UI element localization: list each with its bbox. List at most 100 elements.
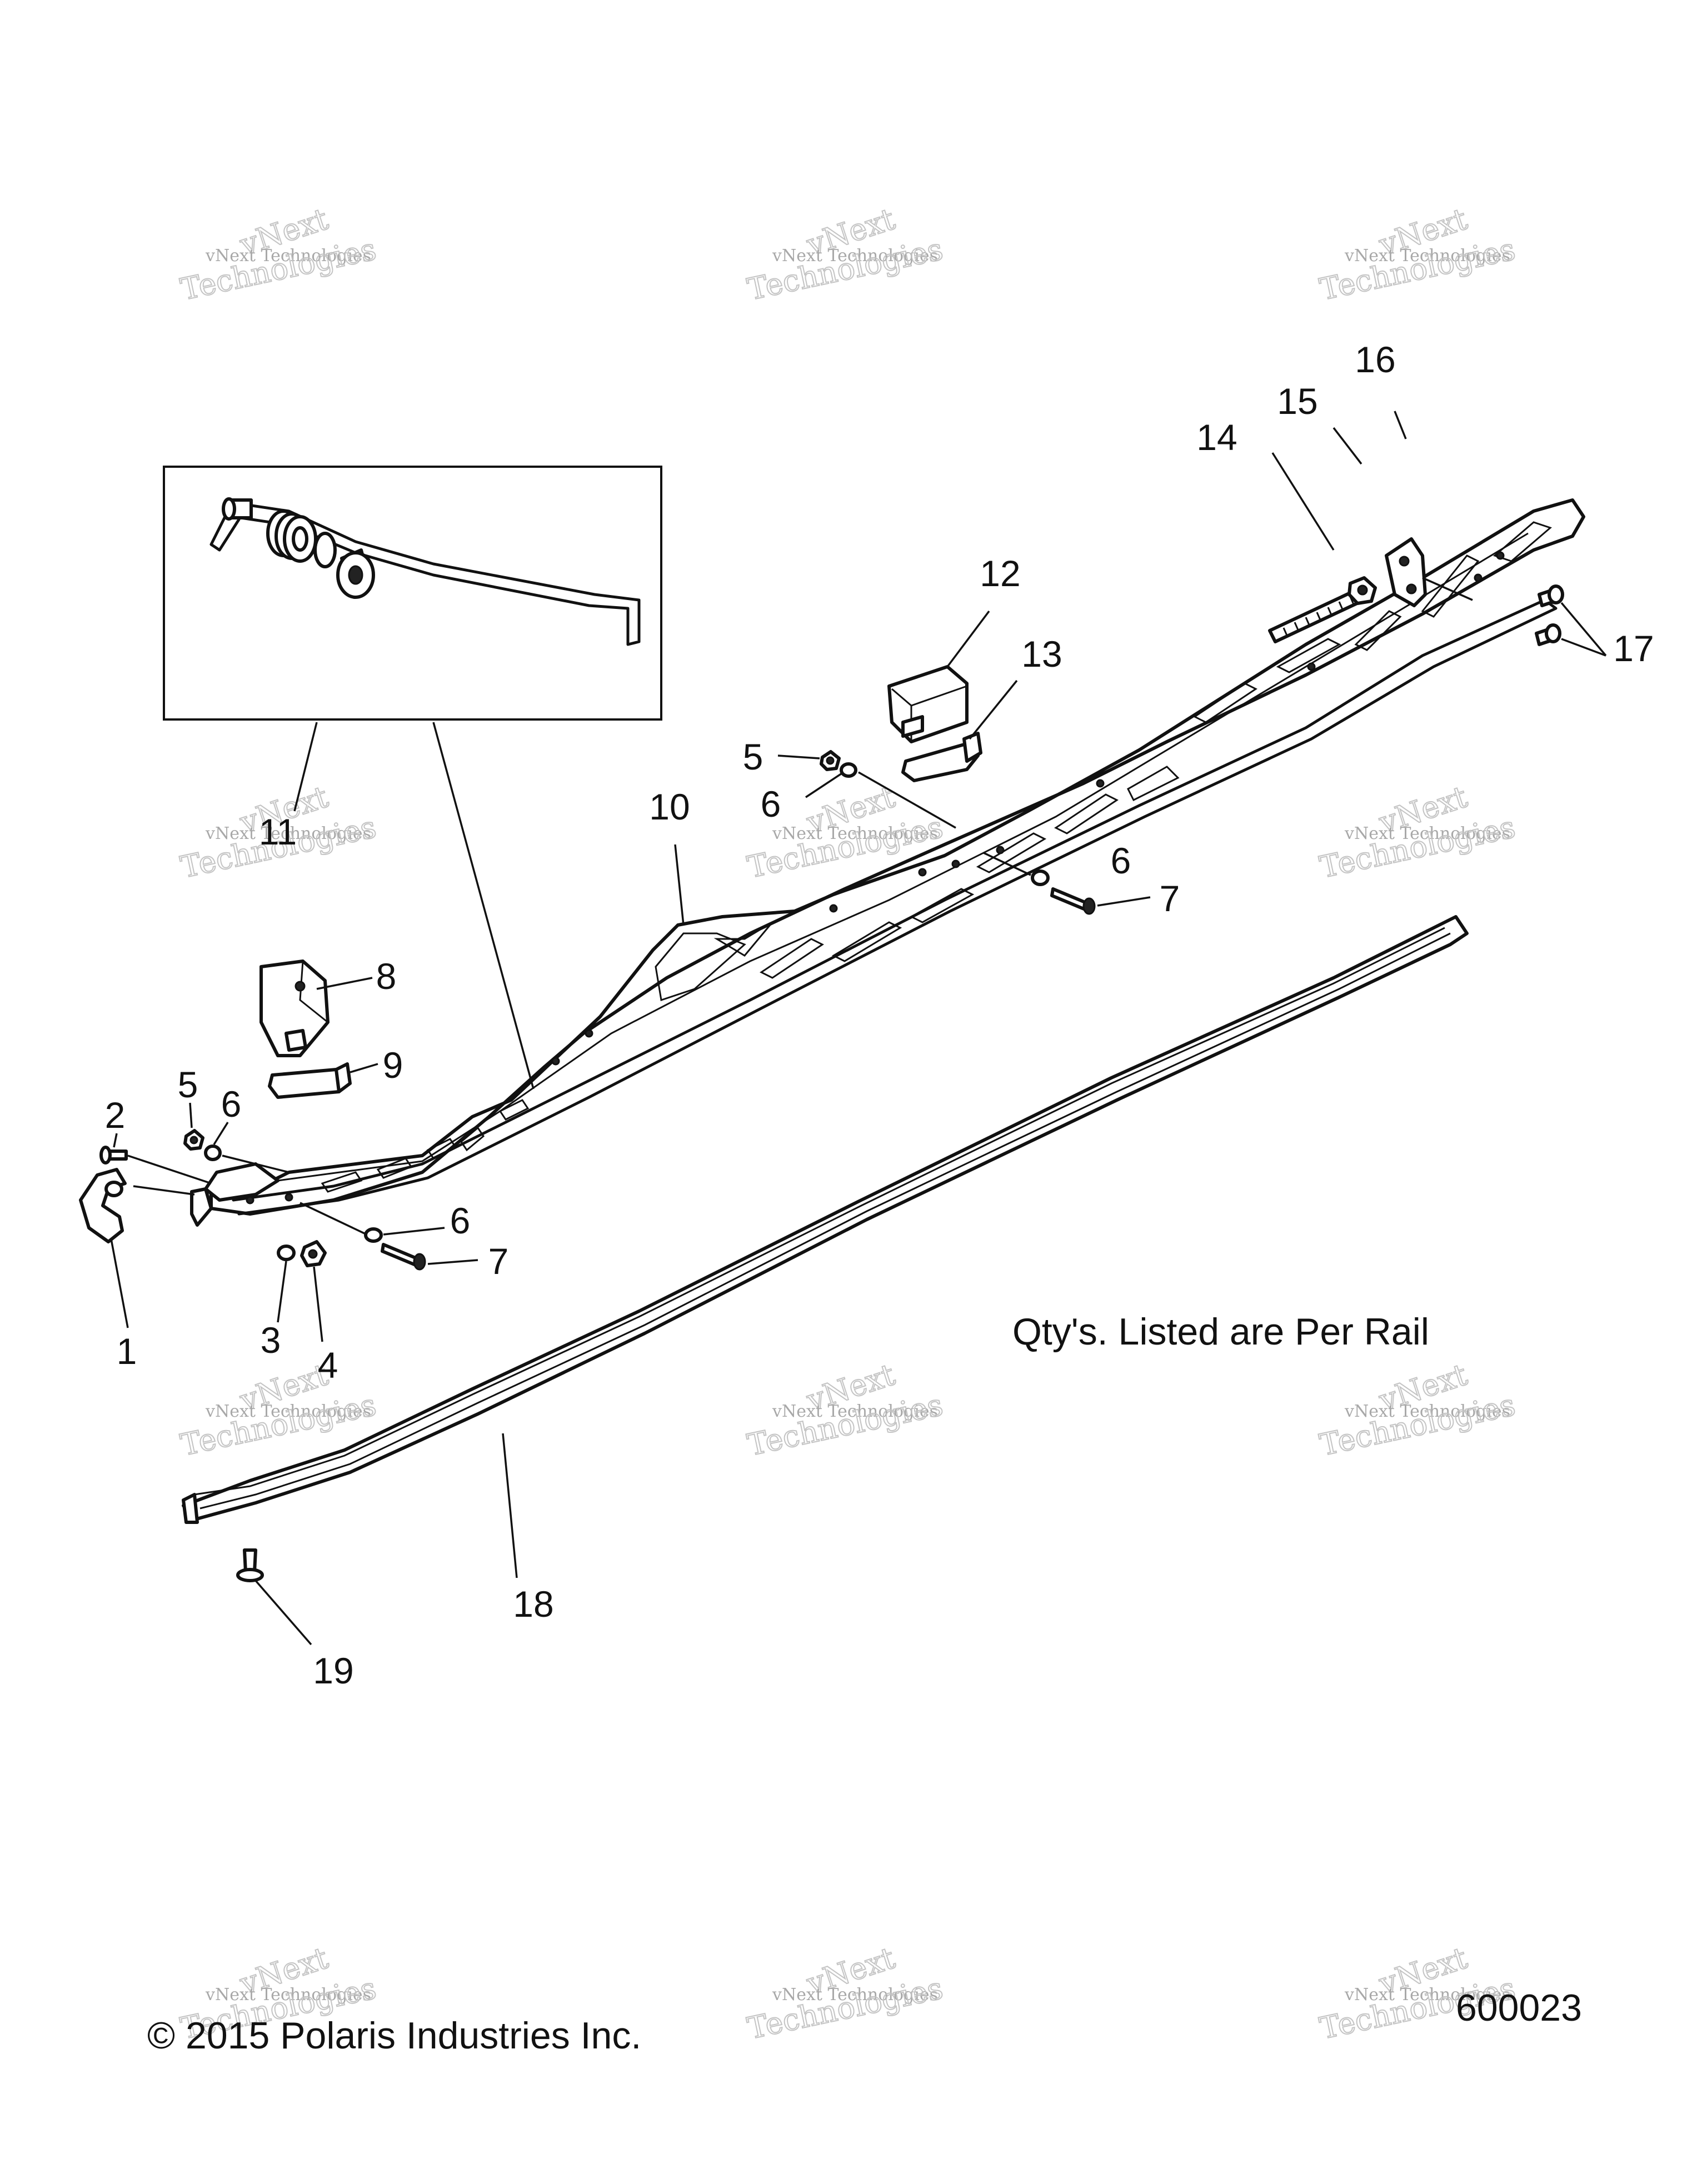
leader-18 <box>502 1433 518 1578</box>
washer-6-middle-top <box>840 762 857 778</box>
leader-17a <box>1560 602 1607 657</box>
callout-10: 10 <box>649 786 690 827</box>
bolt-7-middle <box>1050 887 1096 915</box>
bolt-7-front <box>381 1243 426 1271</box>
inset-washer <box>313 532 337 568</box>
svg-text:vNext Technologies: vNext Technologies <box>205 1985 371 2005</box>
leader-19 <box>254 1580 312 1646</box>
leader-7-front <box>427 1259 478 1265</box>
leader-8 <box>316 977 373 990</box>
rivets-17 <box>1535 584 1564 646</box>
washer-3 <box>277 1245 296 1261</box>
leader-5-middle <box>777 754 820 759</box>
nut-4 <box>300 1240 327 1267</box>
nut-5-middle <box>820 750 841 771</box>
callout-6-middle-lower: 6 <box>1111 840 1131 881</box>
svg-text:vNext Technologies: vNext Technologies <box>205 824 371 843</box>
block-12 <box>887 665 969 743</box>
svg-text:vNext Technologies: vNext Technologies <box>772 824 938 843</box>
leader-16b <box>1422 577 1473 601</box>
watermark: vNext vNext Technologies Technologies <box>1316 778 1519 885</box>
callout-6-front-top: 6 <box>221 1083 242 1125</box>
leader-2 <box>113 1133 118 1148</box>
watermark: vNext vNext Technologies Technologies <box>1316 1356 1519 1463</box>
leader-6-front-lower <box>383 1227 445 1236</box>
leader-10 <box>674 844 685 926</box>
svg-text:vNext Technologies: vNext Technologies <box>205 1402 371 1421</box>
leader-6-front-top-b <box>222 1155 290 1173</box>
wear-strip <box>182 915 1469 1524</box>
main-rail <box>190 498 1585 1227</box>
leader-6-middle-top <box>805 772 842 798</box>
callout-7-middle: 7 <box>1160 878 1180 919</box>
svg-text:vNext Technologies: vNext Technologies <box>772 1402 938 1421</box>
callout-16: 16 <box>1355 339 1395 380</box>
watermark: vNext vNext Technologies Technologies <box>744 1940 947 2046</box>
leader-17b <box>1561 638 1606 657</box>
callout-13: 13 <box>1021 633 1062 674</box>
callout-5-middle: 5 <box>743 736 763 777</box>
callout-3: 3 <box>261 1320 281 1361</box>
copyright: © 2015 Polaris Industries Inc. <box>147 2015 642 2057</box>
leader-2b <box>127 1155 212 1185</box>
callout-14: 14 <box>1196 417 1237 458</box>
leader-11b <box>432 722 535 1089</box>
callout-17: 17 <box>1613 628 1654 669</box>
leader-1b <box>133 1185 195 1196</box>
leader-11 <box>293 722 318 812</box>
inset-bolt <box>222 497 253 521</box>
coil-spring <box>266 509 317 563</box>
leader-16 <box>1394 411 1407 439</box>
inset-box <box>163 466 662 721</box>
leader-3 <box>277 1261 287 1323</box>
leader-6-middle-lower <box>983 852 1031 876</box>
callout-12: 12 <box>980 553 1020 594</box>
diagram-number: 600023 <box>1456 1987 1582 2029</box>
svg-text:vNext Technologies: vNext Technologies <box>205 246 371 266</box>
leader-5-front <box>189 1102 193 1128</box>
callout-19: 19 <box>313 1650 353 1691</box>
watermark: vNext vNext Technologies Technologies <box>744 201 947 307</box>
svg-text:vNext Technologies: vNext Technologies <box>1344 246 1510 266</box>
watermark: vNext vNext Technologies Technologies <box>177 201 380 307</box>
plate-16 <box>1385 537 1427 607</box>
leader-6-front-lower-b <box>300 1202 367 1236</box>
bracket-13 <box>901 732 982 782</box>
callout-4: 4 <box>318 1345 338 1386</box>
leader-6-front-top <box>213 1122 229 1145</box>
svg-text:vNext Technologies: vNext Technologies <box>772 1985 938 2005</box>
callout-11: 11 <box>259 811 297 852</box>
front-cap <box>79 1168 127 1243</box>
callout-7-front: 7 <box>488 1241 509 1282</box>
watermark: vNext vNext Technologies Technologies <box>1316 201 1519 307</box>
screw-19 <box>236 1548 264 1582</box>
svg-text:vNext Technologies: vNext Technologies <box>1344 1985 1510 2005</box>
rail-holes <box>246 551 1505 1205</box>
leader-4 <box>313 1266 323 1342</box>
watermark: vNext vNext Technologies Technologies <box>744 1356 947 1463</box>
callout-5-front: 5 <box>178 1064 198 1105</box>
callout-2: 2 <box>105 1095 126 1136</box>
callout-6-front-lower: 6 <box>450 1200 471 1241</box>
callout-9: 9 <box>383 1044 403 1086</box>
nut-15 <box>1347 576 1377 605</box>
leader-14 <box>1271 452 1335 551</box>
inset-bushing <box>336 548 375 599</box>
leader-6-middle-top-b <box>858 771 956 829</box>
nut-5-front <box>183 1129 204 1151</box>
rail-cutouts <box>321 521 1552 1193</box>
block-8 <box>259 959 330 1057</box>
callout-8: 8 <box>376 956 397 997</box>
washer-6-front-lower <box>364 1227 383 1243</box>
svg-text:vNext Technologies: vNext Technologies <box>1344 824 1510 843</box>
bolt-2 <box>99 1146 128 1165</box>
leader-1 <box>110 1238 129 1328</box>
rail-front-tip <box>204 1162 279 1202</box>
callout-18: 18 <box>513 1583 553 1625</box>
svg-text:vNext Technologies: vNext Technologies <box>772 246 938 266</box>
leader-13 <box>969 679 1018 740</box>
leader-15 <box>1332 427 1362 465</box>
washer-6-middle-lower <box>1031 869 1050 886</box>
wear-strip-tip <box>182 1493 199 1524</box>
